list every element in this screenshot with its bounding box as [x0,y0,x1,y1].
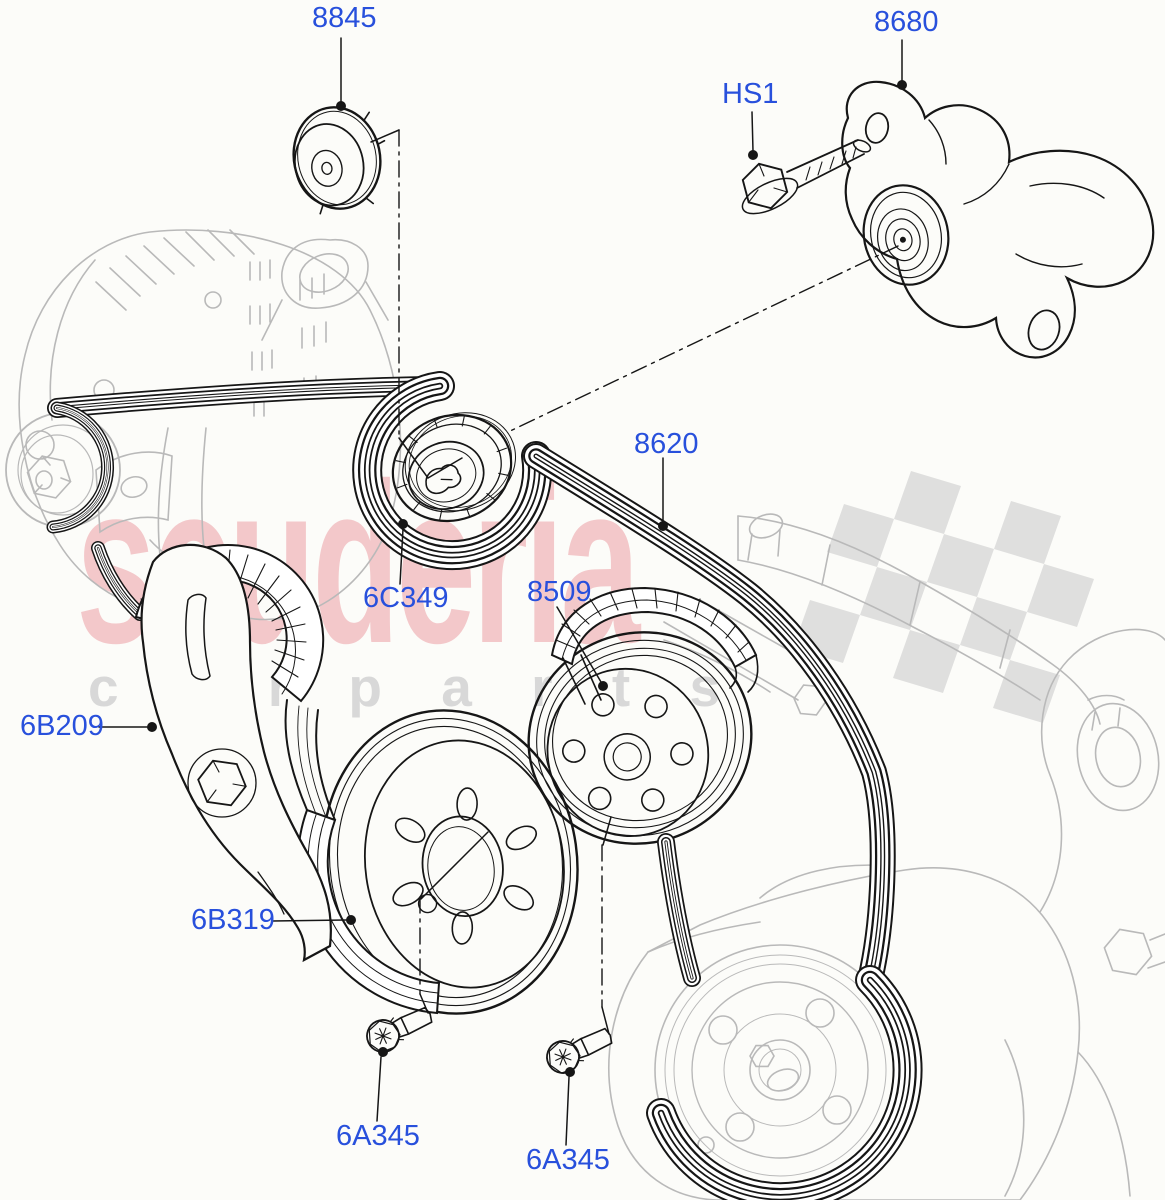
drive-belt-drawing [550,586,759,705]
part-label-8509[interactable]: 8509 [527,576,592,608]
idler-pulley-drawing [391,412,516,523]
transmission-drawing [1004,628,1165,1197]
pulley-cap-drawing [292,106,386,215]
idler-pointer-line [398,437,463,479]
pulley-bolt-drawing [366,1006,433,1053]
cap-pointer-line [370,129,400,143]
part-label-6b209[interactable]: 6B209 [20,710,104,742]
alternator-pulley-drawing [5,412,121,528]
part-label-6b319[interactable]: 6B319 [191,904,275,936]
leader-line [98,37,903,1146]
part-label-8620[interactable]: 8620 [634,428,699,460]
part-label-8680[interactable]: 8680 [874,6,939,38]
callout-dot [147,80,907,1077]
part-label-6a345-b[interactable]: 6A345 [526,1144,610,1176]
part-label-6c349[interactable]: 6C349 [363,582,449,614]
checker-flag-watermark [793,471,1094,723]
tensioner-bolt-drawing [741,139,872,215]
pulley-bolt-drawing [546,1027,613,1074]
tensioner-assembly-drawing [841,80,1155,359]
projection-elbow-line [419,816,612,1035]
part-label-6a345-a[interactable]: 6A345 [336,1120,420,1152]
part-label-hs1[interactable]: HS1 [722,78,779,110]
bolt-pointer-line [420,831,489,900]
part-label-8845[interactable]: 8845 [312,2,377,34]
projection-line [398,129,899,1008]
tensioner-arm-drawing [140,543,332,963]
